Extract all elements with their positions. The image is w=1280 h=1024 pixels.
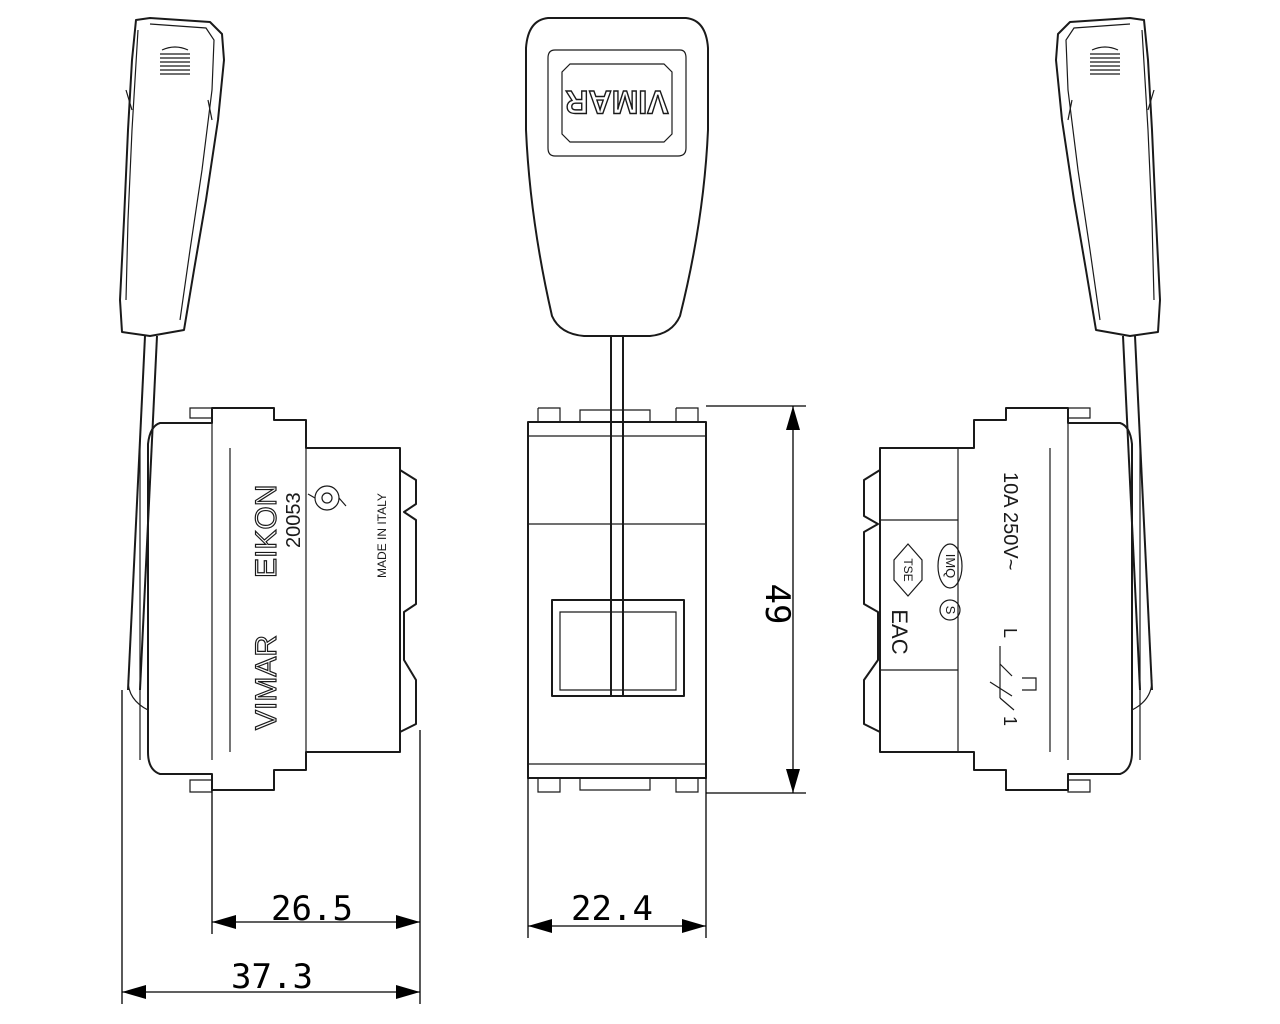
key-brand-text: VIMAR	[565, 84, 668, 120]
front-view: VIMAR	[525, 17, 709, 793]
front-width-dimension-label: 22.4	[571, 889, 653, 929]
left-side-view: VIMAR EIKON 20053 MADE IN ITALY	[119, 17, 417, 793]
height-dimension-label: 49	[757, 584, 797, 625]
left-origin-text: MADE IN ITALY	[375, 493, 389, 578]
left-code-text: 20053	[283, 492, 305, 548]
key-front: VIMAR	[525, 17, 709, 337]
s-mark-text: S	[943, 606, 958, 615]
left-brand-text: VIMAR	[250, 635, 283, 730]
imq-mark-icon: IMQ	[937, 543, 963, 589]
total-width-dimension-label: 37.3	[231, 957, 313, 997]
terminal-l-text: L	[1000, 628, 1020, 638]
right-rating-text: 10A 250V~	[999, 472, 1021, 570]
body-width-dimension-label: 26.5	[271, 889, 353, 929]
dimension-front-width: 22.4	[527, 778, 707, 938]
dimension-height: 49	[706, 405, 806, 794]
s-mark-icon: S	[939, 599, 961, 621]
tse-mark-text: TSE	[901, 558, 915, 581]
imq-mark-text: IMQ	[943, 554, 958, 579]
switch-schematic-icon	[989, 646, 1037, 711]
right-side-view: 10A 250V~ IMQ S TSE EAC L 1	[863, 17, 1161, 793]
tse-mark-icon: TSE	[893, 543, 923, 597]
left-series-text: EIKON	[250, 485, 283, 578]
key-grip-ridges-right	[1090, 46, 1120, 75]
terminal-1-text: 1	[1000, 716, 1020, 726]
key-side-left	[119, 17, 225, 691]
imq-logo-icon	[307, 485, 347, 511]
dimension-total-width: 37.3	[121, 690, 420, 1004]
key-grip-ridges-left	[160, 46, 190, 75]
eac-mark-text: EAC	[887, 609, 912, 654]
dimension-body-width: 26.5	[211, 730, 421, 1004]
key-side-right	[1055, 17, 1161, 691]
